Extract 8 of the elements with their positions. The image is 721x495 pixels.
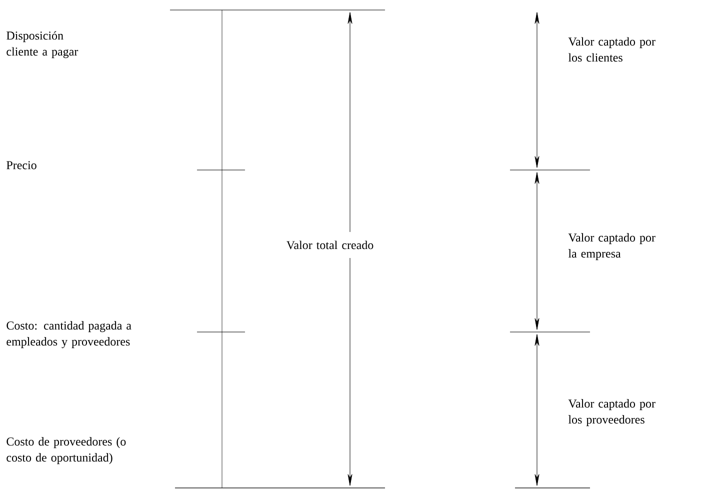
level-label: Valor captado por los proveedores [568, 399, 656, 426]
level-label: Costo de proveedores (o costo de oportunidad) [6, 437, 126, 464]
level-label: Costo: cantidad pagada a empleados y proveedores [6, 321, 132, 348]
level-label: Valor total creado [286, 240, 374, 250]
level-label: Precio [6, 161, 36, 170]
level-label: Valor captado por los clientes [568, 37, 656, 62]
level-label: Disposición cliente a pagar [6, 31, 78, 58]
level-label: Valor captado por la empresa [568, 233, 656, 260]
